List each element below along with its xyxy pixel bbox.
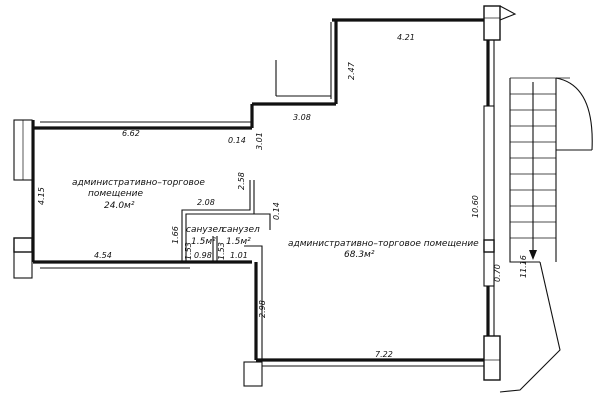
left-office-label-2: помещение xyxy=(88,189,143,199)
partition-upper-inner xyxy=(185,180,255,262)
dim-lower-height: 2.98 xyxy=(258,300,267,318)
main-office-area: 68.3м² xyxy=(344,250,375,260)
window-bottom-left xyxy=(243,361,263,387)
dim-wall-014-a: 0.14 xyxy=(228,136,246,145)
staircase xyxy=(499,5,593,393)
wc-left-label: санузел xyxy=(186,225,224,235)
dim-left-top-width: 6.62 xyxy=(122,129,140,138)
dim-partition-208: 2.08 xyxy=(197,198,215,207)
wc-right-wall xyxy=(250,213,271,230)
wc-right-door xyxy=(244,245,263,262)
dim-left-bottom-width: 4.54 xyxy=(94,251,112,260)
dim-notch-width: 3.08 xyxy=(293,113,311,122)
dim-right-070: 0.70 xyxy=(493,264,502,282)
pilaster xyxy=(483,239,495,253)
dim-notch-height: 2.47 xyxy=(347,61,356,80)
partition-upper xyxy=(181,180,251,262)
dim-stair-length: 11.16 xyxy=(519,255,528,278)
window-right xyxy=(483,105,495,287)
stair-left-rail xyxy=(509,78,540,263)
dim-wc-166: 1.66 xyxy=(171,226,180,244)
exterior-ramp xyxy=(499,261,561,393)
dim-right-height: 10.60 xyxy=(471,195,480,218)
room-labels: административно–торговое помещение 24.0м… xyxy=(72,178,479,260)
wc-right-label: санузел xyxy=(222,225,260,235)
dimension-labels: 4.21 2.47 3.08 6.62 0.14 3.01 4.15 2.58 … xyxy=(37,33,528,359)
dim-bottom-width: 7.22 xyxy=(375,350,393,359)
dim-wall-014-b: 0.14 xyxy=(272,202,281,220)
dim-wc-153a: 1.53 xyxy=(184,242,193,260)
dim-wall-301: 3.01 xyxy=(255,132,264,150)
column-top-ext xyxy=(499,5,517,21)
left-office-label-1: административно–торговое xyxy=(72,178,205,188)
column-left xyxy=(13,237,33,253)
columns xyxy=(13,5,501,381)
walls xyxy=(31,18,495,380)
column-bottom xyxy=(483,335,501,381)
dim-left-height: 4.15 xyxy=(37,187,46,205)
column-top xyxy=(483,5,501,41)
dim-partition-258: 2.58 xyxy=(237,172,246,190)
wc-left-area: 1.5м² xyxy=(191,237,216,247)
wc-right-area: 1.5м² xyxy=(226,237,251,247)
stair-arrow-head xyxy=(529,250,537,260)
left-office-area: 24.0м² xyxy=(104,201,135,211)
dim-top-width: 4.21 xyxy=(397,33,415,42)
dim-wc-098: 0.98 xyxy=(194,251,212,260)
dim-wc-153b: 1.53 xyxy=(217,242,226,260)
stair-curve xyxy=(555,77,593,151)
main-office-label: административно–торговое помещение xyxy=(288,239,479,249)
partitions xyxy=(181,180,271,262)
dim-wc-101: 1.01 xyxy=(230,251,248,260)
